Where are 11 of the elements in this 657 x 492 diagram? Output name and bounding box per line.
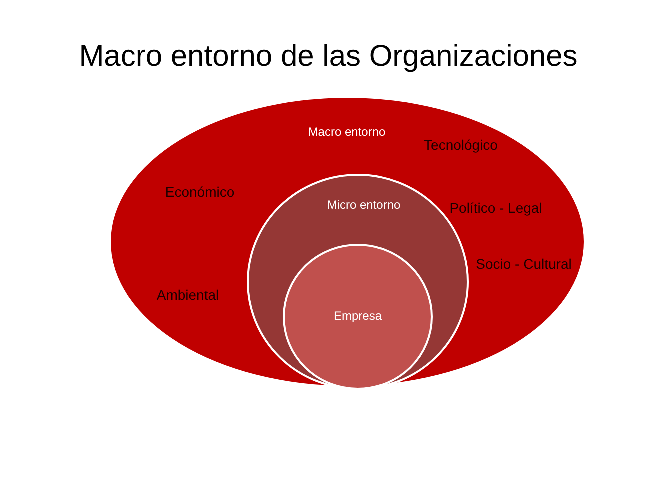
factor-label: Socio - Cultural (476, 256, 572, 272)
circle-label: Micro entorno (327, 199, 401, 213)
title: Macro entorno de las Organizaciones (79, 40, 578, 74)
outer-ellipse (110, 97, 585, 387)
circle-label: Empresa (334, 310, 382, 324)
factor-label: Económico (165, 184, 235, 200)
inner-circle (283, 244, 433, 390)
factor-label: Tecnológico (424, 136, 498, 154)
ellipse-label: Macro entorno (308, 126, 386, 140)
factor-label: Ambiental (156, 286, 220, 304)
factor-label: Político - Legal (450, 200, 542, 216)
